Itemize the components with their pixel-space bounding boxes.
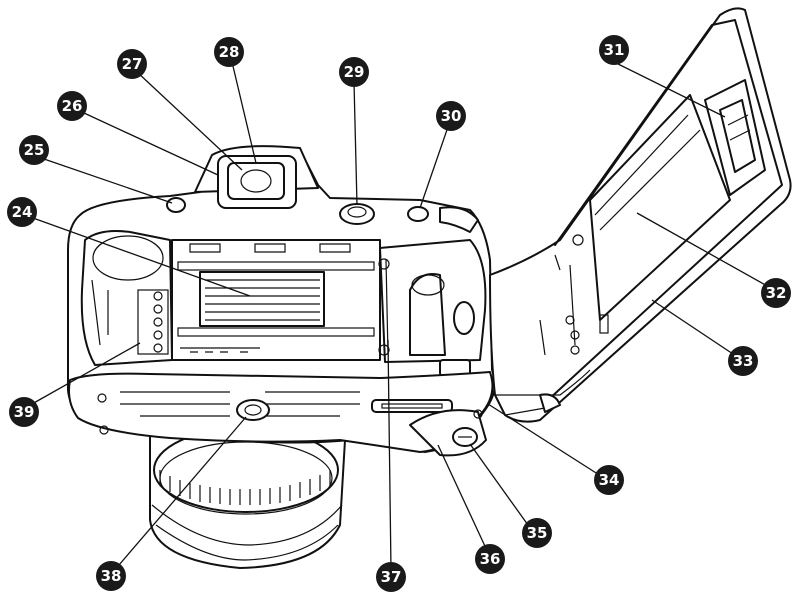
svg-text:25: 25 [24, 141, 45, 159]
lens [149, 427, 346, 569]
svg-text:24: 24 [12, 203, 33, 221]
callout-28: 28 [214, 37, 244, 67]
film-gate [171, 239, 381, 361]
svg-text:36: 36 [480, 550, 501, 568]
svg-text:29: 29 [344, 63, 365, 81]
camera-body [67, 145, 496, 457]
svg-text:35: 35 [527, 524, 548, 542]
svg-text:34: 34 [599, 471, 620, 489]
svg-text:32: 32 [766, 284, 787, 302]
callout-29: 29 [339, 57, 369, 87]
svg-text:38: 38 [101, 567, 122, 585]
svg-text:28: 28 [219, 43, 240, 61]
callout-31: 31 [599, 35, 629, 65]
callout-39: 39 [9, 397, 39, 427]
leader-lines [31, 61, 770, 571]
callout-33: 33 [728, 346, 758, 376]
callout-36: 36 [475, 544, 505, 574]
callout-25: 25 [19, 135, 49, 165]
svg-text:33: 33 [733, 352, 754, 370]
svg-text:39: 39 [14, 403, 35, 421]
dx-contacts [137, 289, 169, 355]
callout-34: 34 [594, 465, 624, 495]
callout-24: 24 [7, 197, 37, 227]
callout-27: 27 [117, 49, 147, 79]
callout-32: 32 [761, 278, 791, 308]
battery-chamber-cover [409, 409, 487, 457]
svg-text:30: 30 [441, 107, 462, 125]
callout-30: 30 [436, 101, 466, 131]
svg-text:27: 27 [122, 55, 143, 73]
svg-text:31: 31 [604, 41, 625, 59]
callout-26: 26 [57, 91, 87, 121]
tripod-socket [236, 399, 270, 421]
svg-text:37: 37 [381, 568, 402, 586]
callout-37: 37 [376, 562, 406, 592]
callout-35: 35 [522, 518, 552, 548]
callout-38: 38 [96, 561, 126, 591]
svg-text:26: 26 [62, 97, 83, 115]
